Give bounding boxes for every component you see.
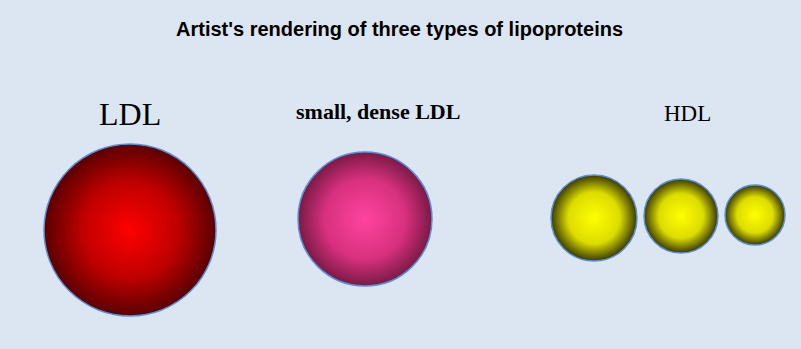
small-dense-ldl-particle: [298, 152, 432, 286]
particle-label: small, dense LDL: [296, 99, 460, 124]
hdl-particle: [551, 175, 637, 261]
hdl-particle: [644, 179, 718, 253]
diagram-title: Artist's rendering of three types of lip…: [176, 18, 623, 41]
particle-label: HDL: [664, 101, 711, 127]
ldl-particle: [44, 144, 216, 316]
hdl-particle: [725, 185, 785, 245]
particle-label: LDL: [99, 96, 161, 133]
